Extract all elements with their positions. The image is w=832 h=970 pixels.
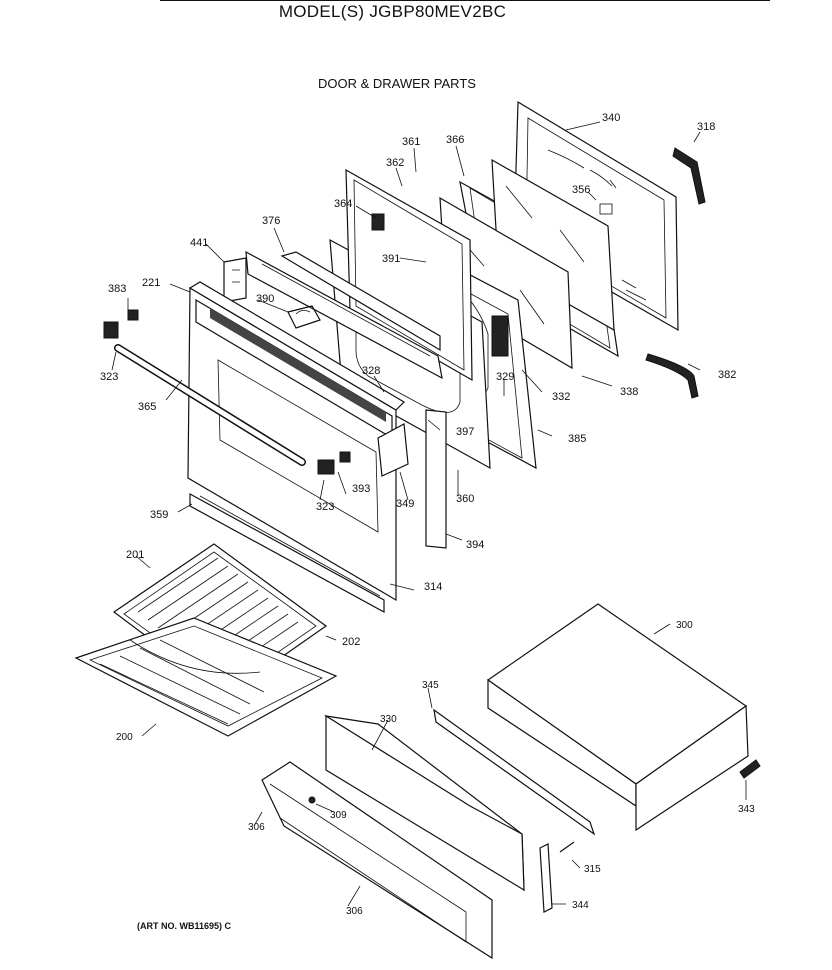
section-title: DOOR & DRAWER PARTS <box>318 76 476 91</box>
part-drawer-box <box>486 603 749 832</box>
part-drawer-panel <box>324 714 525 892</box>
callout-391: 391 <box>382 253 400 265</box>
part-handle-rod <box>114 344 306 466</box>
callout-360: 360 <box>456 493 474 505</box>
part-door-rail <box>189 492 385 614</box>
part-slide-bracket <box>539 843 553 913</box>
art-number: (ART NO. WB11695) C <box>137 921 232 931</box>
part-end-caps <box>103 309 351 475</box>
callout-323-bottom: 323 <box>316 501 334 513</box>
part-latch-bracket <box>287 305 321 329</box>
callout-361: 361 <box>402 136 420 148</box>
leader-lines <box>111 121 747 907</box>
callout-314: 314 <box>424 581 442 593</box>
part-hinge <box>223 257 247 303</box>
callout-382: 382 <box>718 369 736 381</box>
top-rule <box>160 0 770 1</box>
part-gasket-strip <box>672 147 706 205</box>
model-title: MODEL(S) JGBP80MEV2BC <box>278 2 507 21</box>
callout-343: 343 <box>738 804 755 815</box>
part-drawer-stop <box>739 759 761 779</box>
callout-364: 364 <box>334 198 352 210</box>
callout-383: 383 <box>108 283 126 295</box>
callout-labels: 340 318 361 366 362 356 364 376 391 441 … <box>100 112 755 917</box>
part-outer-door <box>187 281 405 602</box>
part-screw <box>559 841 575 853</box>
callout-365: 365 <box>138 401 156 413</box>
part-vent-rail <box>245 250 443 380</box>
callout-201: 201 <box>126 549 144 561</box>
callout-330: 330 <box>380 714 397 725</box>
callout-345: 345 <box>422 680 439 691</box>
callout-344: 344 <box>572 900 589 911</box>
part-drawer-front <box>261 761 493 960</box>
callout-359: 359 <box>150 509 168 521</box>
callout-306-bottom: 306 <box>346 906 363 917</box>
callout-318: 318 <box>697 121 715 133</box>
callout-366: 366 <box>446 134 464 146</box>
callout-202: 202 <box>342 636 360 648</box>
callout-329: 329 <box>496 371 514 383</box>
callout-385: 385 <box>568 433 586 445</box>
part-vertical-bar <box>425 409 447 549</box>
callout-323-top: 323 <box>100 371 118 383</box>
callout-390: 390 <box>256 293 274 305</box>
callout-200: 200 <box>116 732 133 743</box>
part-outer-door-frame <box>513 100 679 332</box>
callout-393: 393 <box>352 483 370 495</box>
callout-306-left: 306 <box>248 822 265 833</box>
callout-362: 362 <box>386 157 404 169</box>
callout-376: 376 <box>262 215 280 227</box>
callout-309: 309 <box>330 810 347 821</box>
part-drawer-slide <box>433 708 596 836</box>
part-seal-wire <box>645 353 699 399</box>
callout-340: 340 <box>602 112 620 124</box>
part-small-panel <box>377 423 409 477</box>
callout-300: 300 <box>676 620 693 631</box>
callout-221: 221 <box>142 277 160 289</box>
part-broiler-pan <box>74 617 338 737</box>
callout-332: 332 <box>552 391 570 403</box>
callout-441: 441 <box>190 237 208 249</box>
callout-328: 328 <box>362 365 380 377</box>
part-door-frame <box>345 168 473 382</box>
callout-338: 338 <box>620 386 638 398</box>
callout-394: 394 <box>466 539 484 551</box>
callout-315: 315 <box>584 864 601 875</box>
callout-356: 356 <box>572 184 590 196</box>
callout-397: 397 <box>456 426 474 438</box>
callout-349: 349 <box>396 498 414 510</box>
